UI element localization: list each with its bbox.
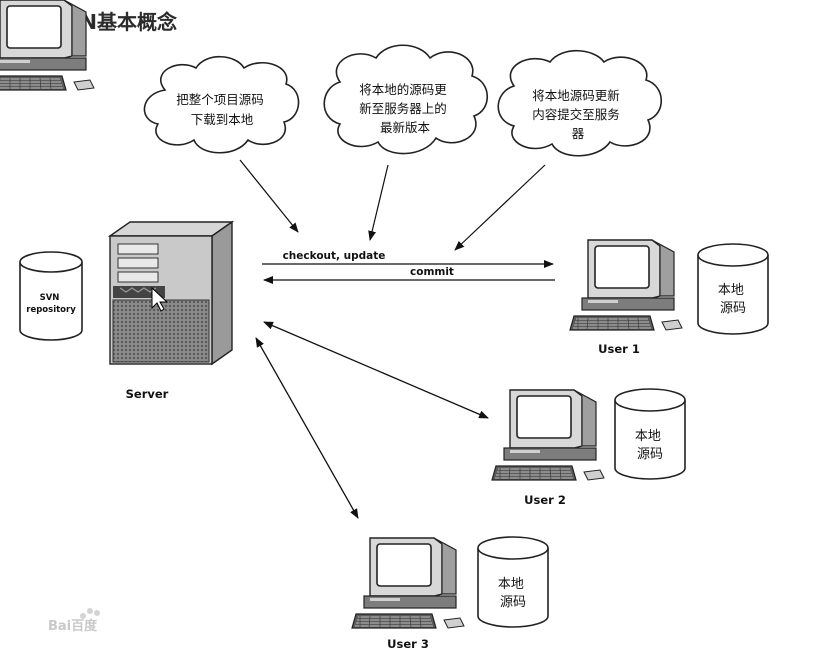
- cloud-update-pointer: [368, 164, 389, 241]
- cloud-download: 把整个项目源码 下载到本地: [143, 56, 300, 154]
- user2-local-source-icon: 本地 源码: [614, 388, 686, 480]
- baidu-watermark: Bai百度: [48, 608, 100, 634]
- svg-text:本地 源码: 本地 源码: [635, 429, 665, 462]
- user2-sync-arrow: [263, 321, 489, 419]
- cloud-commit-line-2: 内容提交至服务: [532, 107, 620, 122]
- user3-sync-arrow: [255, 337, 359, 519]
- svn-repository-line-2: repository: [26, 305, 76, 315]
- checkout-arrow-label: checkout, update: [283, 250, 386, 262]
- svg-text:SVN repository: SVN repository: [26, 293, 76, 315]
- cloud-update: 将本地的源码更 新至服务器上的 最新版本: [323, 44, 488, 155]
- user3-local-source-line-1: 本地: [498, 577, 524, 592]
- user1-local-source-line-1: 本地: [718, 283, 744, 298]
- user3-label: User 3: [387, 637, 429, 651]
- cloud-commit-pointer: [454, 164, 546, 251]
- user2-local-source-line-2: 源码: [637, 447, 663, 462]
- svg-text:将本地的源码更 新至服务器上的 最新: 将本地的源码更 新至服务器上的 最新版本: [359, 82, 451, 135]
- svn-repository-icon: SVN repository: [19, 251, 83, 341]
- server-label: Server: [126, 387, 169, 401]
- cloud-update-line-3: 最新版本: [380, 120, 431, 135]
- svg-text:将本地源码更新 内容提交至服务 器: 将本地源码更新 内容提交至服务 器: [532, 88, 624, 141]
- cursor-icon: [151, 286, 169, 312]
- server-tower-icon: [107, 220, 235, 366]
- svn-repository-line-1: SVN: [40, 293, 60, 303]
- watermark-text: Bai百度: [48, 618, 98, 634]
- commit-arrow-label: commit: [410, 266, 454, 278]
- user2-label: User 2: [524, 493, 566, 507]
- cloud-commit-line-3: 器: [572, 126, 585, 141]
- user2-local-source-line-1: 本地: [635, 429, 661, 444]
- user1-local-source-line-2: 源码: [720, 301, 746, 316]
- user3-local-source-line-2: 源码: [500, 595, 526, 610]
- cloud-update-line-1: 将本地的源码更: [359, 82, 447, 97]
- user2-computer-icon: [491, 389, 605, 481]
- user3-local-source-icon: 本地 源码: [477, 536, 549, 628]
- cloud-download-pointer: [239, 159, 299, 233]
- cloud-commit: 将本地源码更新 内容提交至服务 器: [497, 50, 662, 157]
- cloud-download-line-1: 把整个项目源码: [176, 92, 264, 107]
- computer-icon: [0, 0, 95, 91]
- svg-text:把整个项目源码 下载到本地: 把整个项目源码 下载到本地: [176, 92, 268, 127]
- cloud-commit-line-1: 将本地源码更新: [532, 88, 620, 103]
- user1-computer-icon: [569, 239, 683, 331]
- user1-local-source-icon: 本地 源码: [697, 243, 769, 335]
- cloud-download-line-2: 下载到本地: [191, 112, 254, 127]
- cloud-update-line-2: 新至服务器上的: [359, 101, 447, 116]
- user3-computer-icon: [351, 537, 465, 629]
- user1-label: User 1: [598, 342, 640, 356]
- svg-text:本地 源码: 本地 源码: [498, 577, 528, 610]
- svg-text:本地 源码: 本地 源码: [718, 283, 748, 316]
